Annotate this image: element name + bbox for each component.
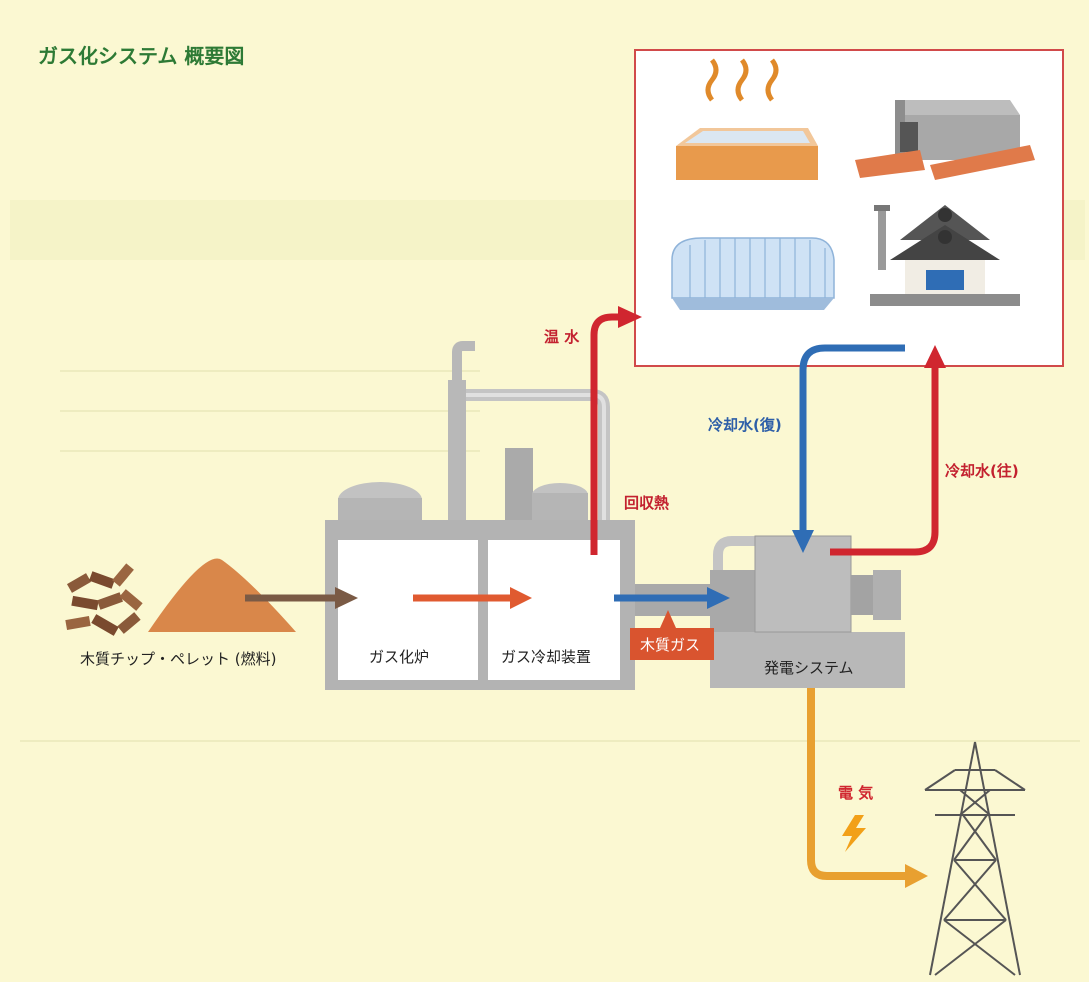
coolant-return-label: 冷却水(復) xyxy=(708,416,782,434)
gasifier-label: ガス化炉 xyxy=(369,648,430,666)
cool-gas-arrow xyxy=(614,587,730,609)
lightning-icon xyxy=(842,815,866,852)
power-system-label: 発電システム xyxy=(764,659,854,677)
plant-machinery xyxy=(325,341,905,690)
gas-flow-arrow xyxy=(413,587,532,609)
electricity-label: 電 気 xyxy=(838,784,874,802)
sawdust-pile-icon xyxy=(148,558,296,632)
hot-bath-icon xyxy=(676,58,818,180)
fuel-feed-arrow xyxy=(245,587,358,609)
coolant-supply-label: 冷却水(往) xyxy=(945,462,1019,480)
heat-use-panel xyxy=(634,49,1064,367)
hot-water-label: 温 水 xyxy=(544,328,580,346)
recovered-heat-arrow xyxy=(590,306,642,555)
gas-cooler-label: ガス冷却装置 xyxy=(501,648,592,666)
diagram-title: ガス化システム 概要図 xyxy=(38,44,245,68)
wood-gas-tag xyxy=(630,610,714,660)
bathhouse-icon xyxy=(870,205,1020,306)
wood-chips-icon xyxy=(65,563,143,636)
power-tower-icon xyxy=(924,741,1026,976)
electricity-arrow xyxy=(807,688,928,888)
coolant-return-arrow xyxy=(792,344,905,553)
greenhouse-icon xyxy=(671,237,835,310)
fuel-label: 木質チップ・ペレット (燃料) xyxy=(80,650,277,668)
kiln-icon xyxy=(855,100,1035,180)
wood-gas-label: 木質ガス xyxy=(640,636,701,654)
recovered-heat-label: 回収熱 xyxy=(624,494,670,512)
coolant-supply-arrow xyxy=(830,345,946,556)
